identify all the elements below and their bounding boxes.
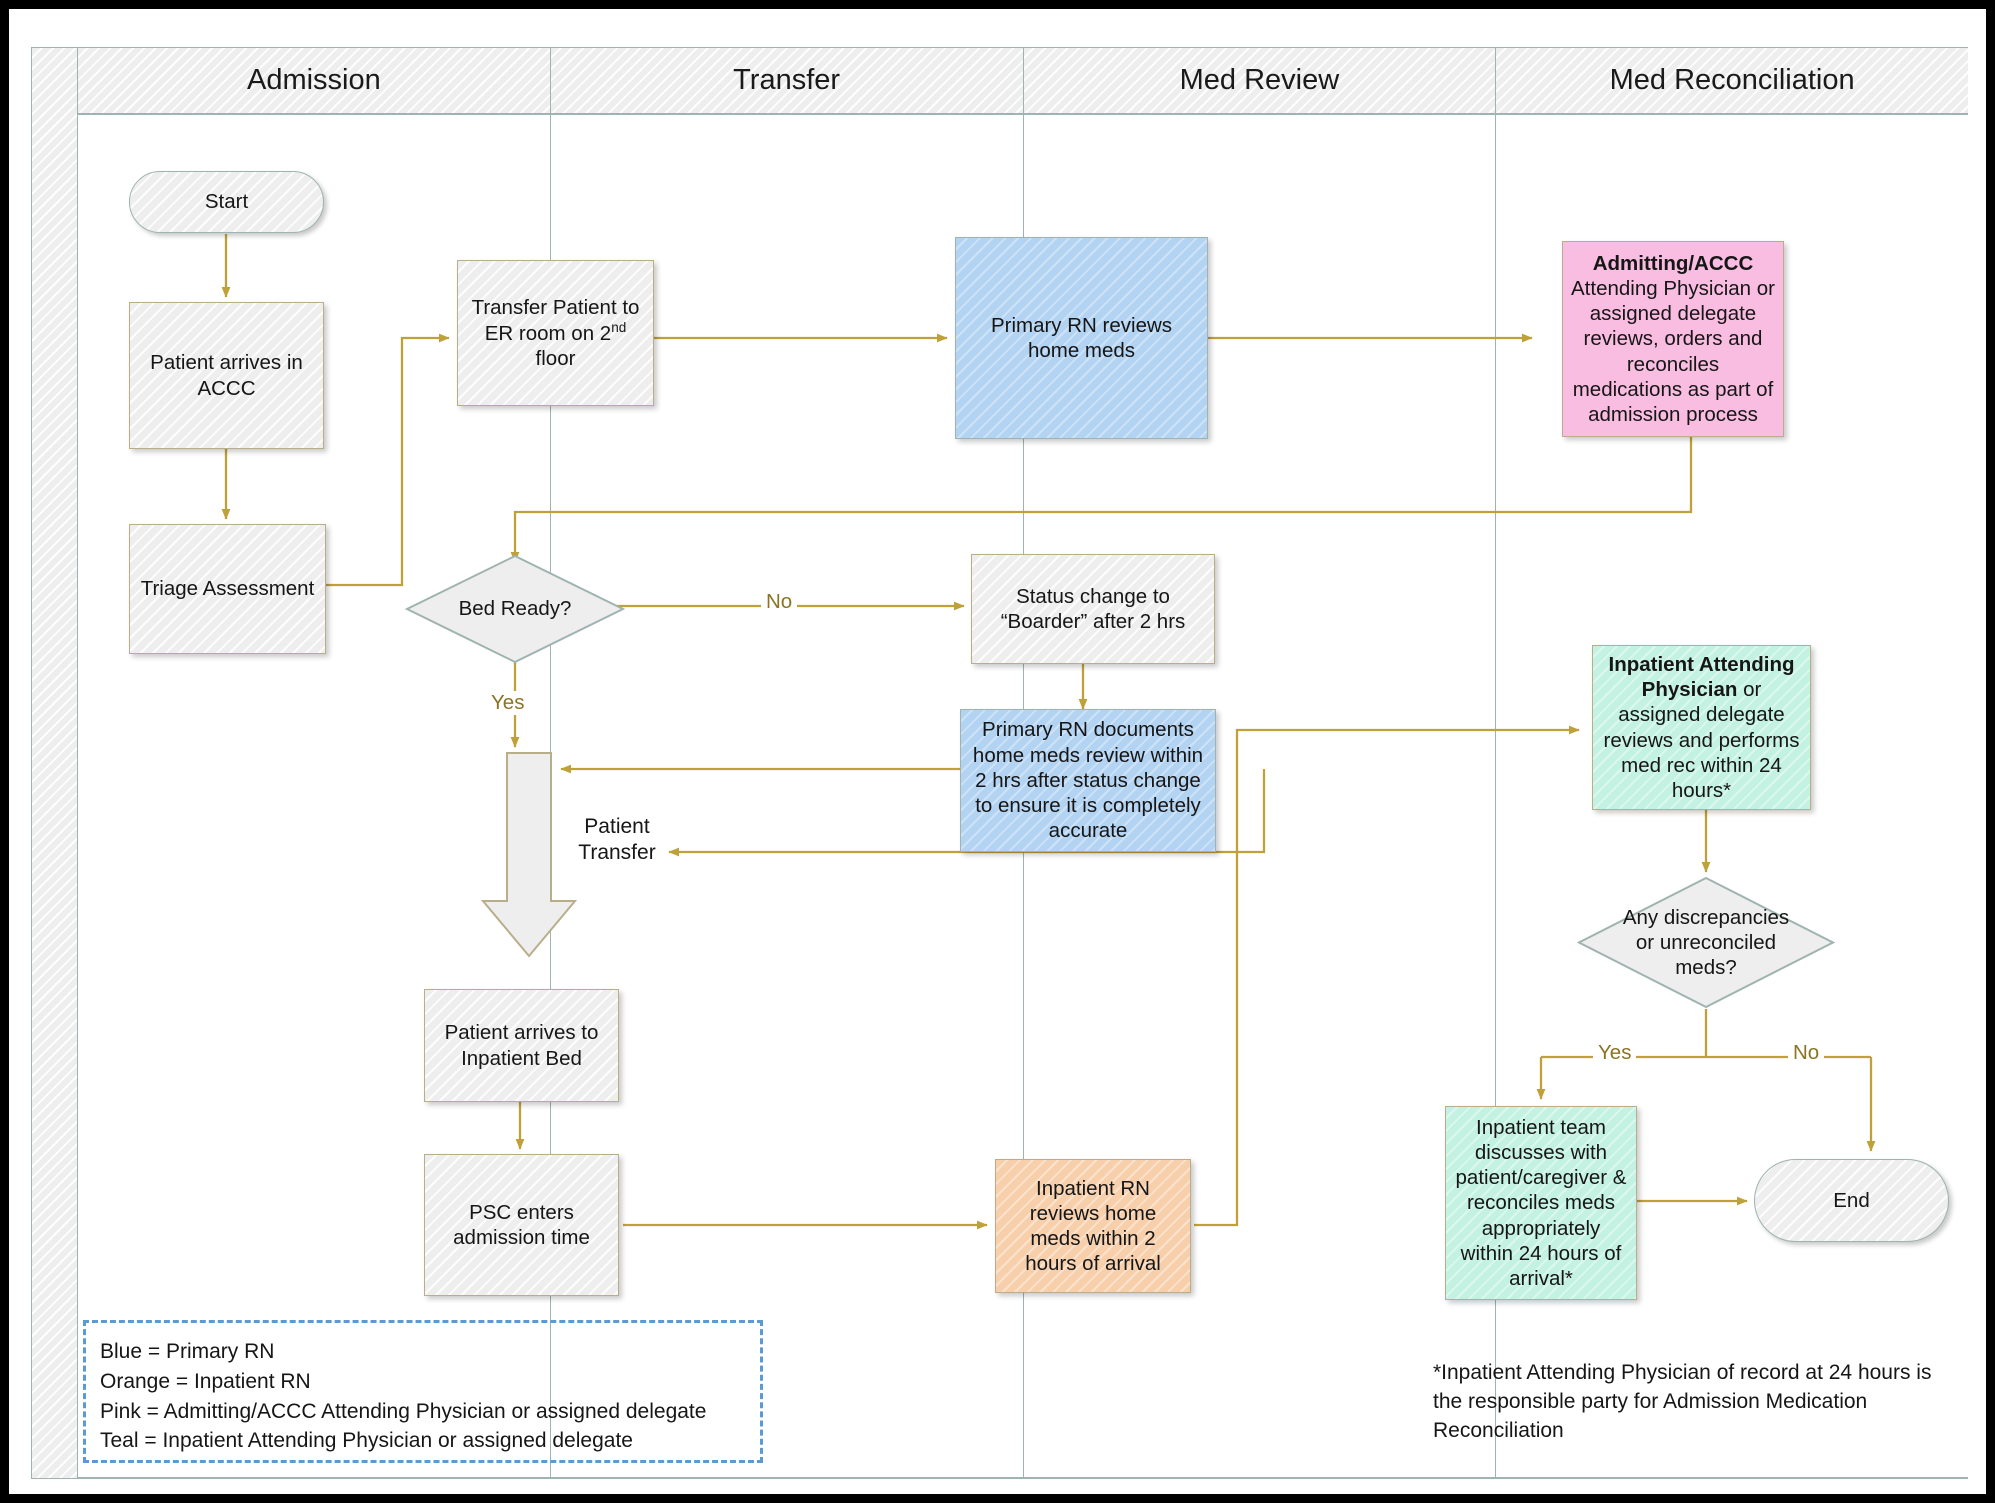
- node-bed-ready-label: Bed Ready?: [458, 597, 572, 621]
- node-inpatient-attending-title: Inpatient Attending Physician: [1608, 652, 1795, 702]
- node-any-discrepancies-label: Any discrepancies or unreconciled meds?: [1622, 905, 1790, 980]
- legend-line-orange: Orange = Inpatient RN: [100, 1369, 311, 1393]
- lane-header-med-review: Med Review: [1023, 48, 1497, 113]
- lane-header-admission: Admission: [78, 48, 551, 113]
- swimlane-title-band: [31, 47, 78, 1479]
- swimlane-header-row: Admission Transfer Med Review Med Reconc…: [78, 47, 1968, 115]
- footnote-text: *Inpatient Attending Physician of record…: [1433, 1361, 1932, 1442]
- legend-line-blue: Blue = Primary RN: [100, 1340, 275, 1363]
- diamond-shape: [405, 554, 625, 664]
- node-primary-rn-reviews[interactable]: Primary RN reviews home meds: [955, 237, 1208, 439]
- node-transfer-patient-er-label: Transfer Patient to ER room on 2nd floor: [465, 295, 646, 371]
- node-primary-rn-documents[interactable]: Primary RN documents home meds review wi…: [960, 709, 1216, 852]
- node-inpatient-rn-reviews[interactable]: Inpatient RN reviews home meds within 2 …: [995, 1159, 1191, 1293]
- node-end[interactable]: End: [1754, 1159, 1949, 1242]
- node-end-label: End: [1833, 1188, 1870, 1212]
- node-bed-ready-decision[interactable]: Bed Ready?: [405, 554, 625, 664]
- lane-header-transfer: Transfer: [550, 48, 1024, 113]
- lane-header-transfer-label: Transfer: [733, 64, 841, 96]
- edge-label-bed-ready-no: No: [761, 590, 798, 614]
- lane-header-admission-label: Admission: [246, 64, 381, 96]
- edge-label-discrepancies-no: No: [1788, 1041, 1825, 1065]
- node-admitting-accc-title: Admitting/ACCC: [1592, 251, 1754, 275]
- node-inpatient-team-label: Inpatient team discusses with patient/ca…: [1455, 1115, 1627, 1290]
- node-patient-arrives-accc[interactable]: Patient arrives in ACCC: [129, 302, 324, 449]
- transfer-er-text-2: floor: [535, 347, 576, 371]
- node-patient-arrives-bed[interactable]: Patient arrives to Inpatient Bed: [424, 989, 619, 1102]
- node-start[interactable]: Start: [129, 171, 324, 233]
- node-admitting-accc-body: Attending Physician or assigned delegate…: [1571, 276, 1775, 426]
- node-transfer-patient-er[interactable]: Transfer Patient to ER room on 2nd floor: [457, 260, 654, 406]
- legend-line-pink: Pink = Admitting/ACCC Attending Physicia…: [100, 1399, 707, 1423]
- transfer-er-ordinal: nd: [611, 319, 627, 335]
- transfer-er-text-1: Transfer Patient to ER room on 2: [471, 295, 640, 345]
- legend-box: Blue = Primary RN Orange = Inpatient RN …: [83, 1320, 763, 1463]
- node-start-label: Start: [204, 190, 249, 214]
- edge-label-bed-ready-yes: Yes: [486, 691, 530, 715]
- diamond-shape: [1577, 876, 1835, 1009]
- lane-header-med-reconciliation-label: Med Reconciliation: [1609, 64, 1855, 96]
- node-triage-assessment[interactable]: Triage Assessment: [129, 524, 326, 654]
- node-any-discrepancies-decision[interactable]: Any discrepancies or unreconciled meds?: [1577, 876, 1835, 1009]
- legend-line-teal: Teal = Inpatient Attending Physician or …: [100, 1429, 633, 1453]
- node-psc-admission-time[interactable]: PSC enters admission time: [424, 1154, 619, 1296]
- node-inpatient-attending[interactable]: Inpatient Attending Physician or assigne…: [1592, 645, 1811, 810]
- node-triage-assessment-label: Triage Assessment: [140, 577, 315, 601]
- node-layer: Start Patient arrives in ACCC Triage Ass…: [9, 9, 1986, 1494]
- node-psc-admission-time-label: PSC enters admission time: [453, 1200, 590, 1249]
- edge-label-discrepancies-yes: Yes: [1593, 1041, 1637, 1065]
- block-arrow-patient-transfer: [480, 752, 578, 958]
- label-patient-transfer: Patient Transfer: [557, 814, 677, 867]
- node-primary-rn-reviews-label: Primary RN reviews home meds: [990, 313, 1173, 362]
- node-inpatient-attending-text: Inpatient Attending Physician or assigne…: [1600, 652, 1803, 803]
- node-status-change-boarder[interactable]: Status change to “Boarder” after 2 hrs: [971, 554, 1215, 664]
- node-admitting-accc[interactable]: Admitting/ACCC Attending Physician or as…: [1562, 241, 1784, 437]
- lane-header-med-reconciliation: Med Reconciliation: [1496, 48, 1968, 113]
- node-inpatient-attending-body: or assigned delegate reviews and perform…: [1603, 678, 1800, 802]
- node-patient-arrives-accc-label: Patient arrives in ACCC: [150, 351, 303, 400]
- node-status-change-boarder-label: Status change to “Boarder” after 2 hrs: [1000, 584, 1186, 633]
- label-patient-transfer-text: Patient Transfer: [578, 815, 656, 865]
- lane-header-med-review-label: Med Review: [1179, 64, 1340, 96]
- node-patient-arrives-bed-label: Patient arrives to Inpatient Bed: [444, 1021, 599, 1070]
- node-inpatient-team[interactable]: Inpatient team discusses with patient/ca…: [1445, 1106, 1637, 1300]
- node-primary-rn-documents-label: Primary RN documents home meds review wi…: [972, 718, 1204, 843]
- node-inpatient-rn-reviews-label: Inpatient RN reviews home meds within 2 …: [1025, 1176, 1161, 1276]
